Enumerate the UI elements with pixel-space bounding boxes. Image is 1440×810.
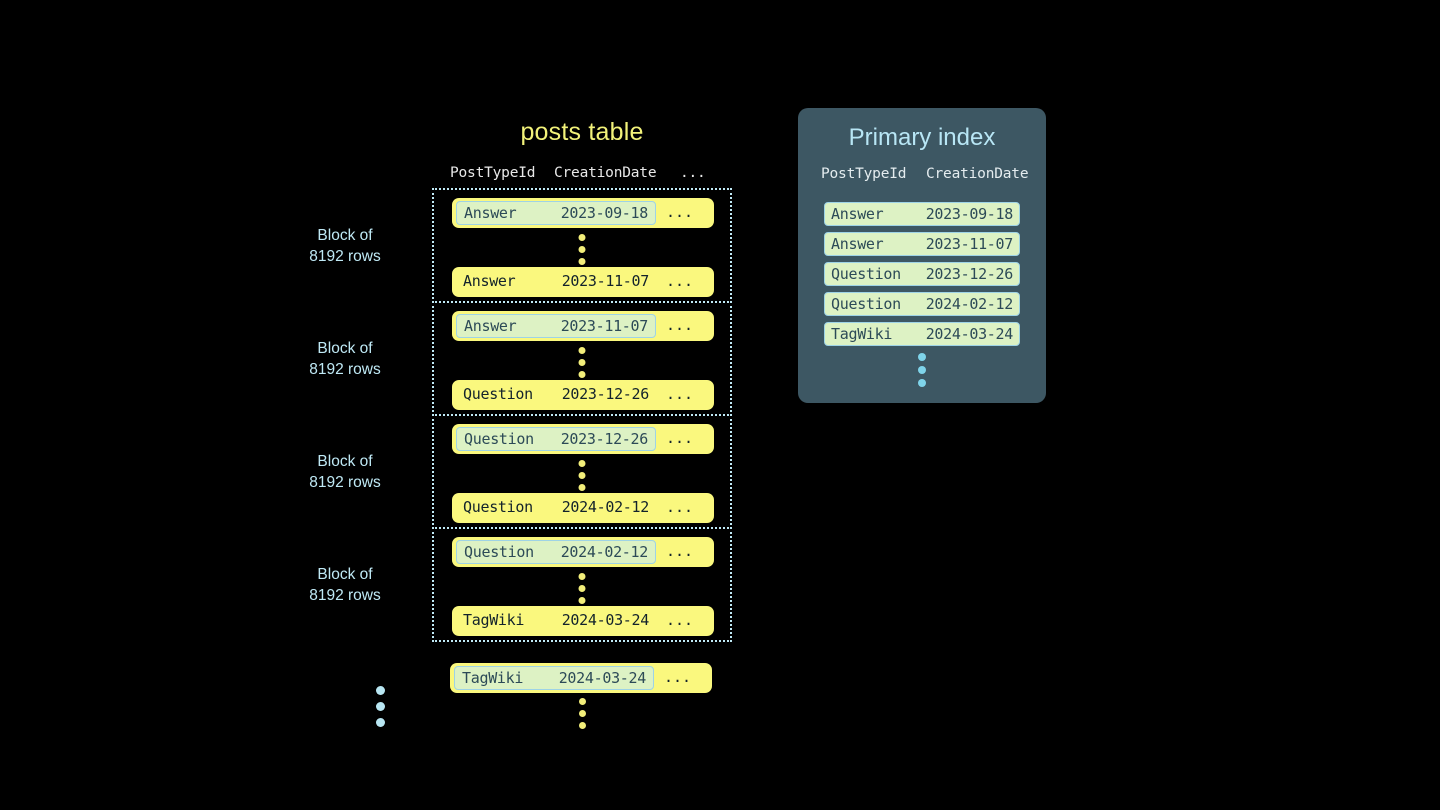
index-row-creationdate: 2023-11-07 (925, 235, 1014, 253)
row-creationdate: 2023-12-26 (560, 430, 649, 448)
block-label-line1: Block of (317, 226, 373, 244)
posts-table-title: posts table (520, 118, 644, 146)
trailing-table-row-container: TagWiki 2024-03-24 ... (432, 661, 732, 695)
row-posttypeid: Question (463, 498, 533, 516)
index-row-creationdate: 2023-12-26 (925, 265, 1014, 283)
row-ellipsis-dots (578, 234, 586, 265)
table-continuation-dots (432, 698, 732, 729)
index-row-posttypeid: TagWiki (831, 325, 893, 343)
index-row: Answer 2023-09-18 (824, 202, 1020, 226)
row-posttypeid: TagWiki (463, 611, 525, 629)
index-row-creationdate: 2024-03-24 (925, 325, 1014, 343)
row-rest: ... (666, 203, 694, 221)
block-label: Block of 8192 rows (270, 338, 420, 380)
row-key-cells: Question 2023-12-26 (456, 383, 656, 407)
table-row: Question 2024-02-12 ... (452, 537, 714, 567)
block-label: Block of 8192 rows (270, 564, 420, 606)
index-row: Answer 2023-11-07 (824, 232, 1020, 256)
table-row: Answer 2023-09-18 ... (452, 198, 714, 228)
block-label-line2: 8192 rows (309, 473, 381, 491)
primary-index-title: Primary index (848, 124, 996, 151)
row-rest: ... (666, 498, 694, 516)
index-row: TagWiki 2024-03-24 (824, 322, 1020, 346)
row-posttypeid: Question (464, 543, 534, 561)
primary-index-column-headers: PostTypeId CreationDate (798, 166, 1046, 186)
row-creationdate: 2024-02-12 (561, 498, 650, 516)
index-row: Question 2023-12-26 (824, 262, 1020, 286)
row-posttypeid: Question (464, 430, 534, 448)
index-row-posttypeid: Answer (831, 205, 884, 223)
block-stack: Block of 8192 rows Answer 2023-09-18 ...… (309, 188, 732, 642)
column-header-creationdate: CreationDate (554, 165, 657, 181)
row-key-cells: TagWiki 2024-03-24 (454, 666, 654, 690)
row-creationdate: 2023-12-26 (561, 385, 650, 403)
block-label-line2: 8192 rows (309, 247, 381, 265)
block-continuation-dots (372, 686, 388, 727)
block-label-line1: Block of (317, 339, 373, 357)
table-row: Question 2024-02-12 ... (452, 493, 714, 523)
row-posttypeid: Answer (464, 204, 517, 222)
row-creationdate: 2023-11-07 (560, 317, 649, 335)
block-label-line1: Block of (317, 565, 373, 583)
row-ellipsis-dots (578, 573, 586, 604)
row-creationdate: 2024-03-24 (558, 669, 647, 687)
table-block: Block of 8192 rows Question 2023-12-26 .… (309, 414, 732, 529)
row-ellipsis-dots (578, 460, 586, 491)
column-header-posttypeid: PostTypeId (450, 165, 536, 181)
row-ellipsis-dots (578, 347, 586, 378)
row-posttypeid: Question (463, 385, 533, 403)
row-rest: ... (666, 316, 694, 334)
row-posttypeid: TagWiki (462, 669, 524, 687)
row-creationdate: 2024-03-24 (561, 611, 650, 629)
index-column-header-creationdate: CreationDate (926, 166, 1029, 182)
table-block: Block of 8192 rows Question 2024-02-12 .… (309, 527, 732, 642)
table-row: Question 2023-12-26 ... (452, 380, 714, 410)
table-block: Block of 8192 rows Answer 2023-09-18 ...… (309, 188, 732, 303)
row-key-cells: TagWiki 2024-03-24 (456, 609, 656, 633)
table-row: TagWiki 2024-03-24 ... (450, 663, 712, 693)
index-continuation-dots (798, 353, 1046, 387)
index-column-header-posttypeid: PostTypeId (821, 166, 907, 182)
index-row-creationdate: 2024-02-12 (925, 295, 1014, 313)
table-row: Answer 2023-11-07 ... (452, 267, 714, 297)
block-label-line2: 8192 rows (309, 360, 381, 378)
index-row-creationdate: 2023-09-18 (925, 205, 1014, 223)
row-creationdate: 2024-02-12 (560, 543, 649, 561)
table-row: TagWiki 2024-03-24 ... (452, 606, 714, 636)
row-creationdate: 2023-09-18 (560, 204, 649, 222)
table-row: Answer 2023-11-07 ... (452, 311, 714, 341)
row-rest: ... (664, 668, 692, 686)
index-row-posttypeid: Question (831, 265, 901, 283)
index-row-posttypeid: Answer (831, 235, 884, 253)
index-row-posttypeid: Question (831, 295, 901, 313)
block-label: Block of 8192 rows (270, 451, 420, 493)
row-key-cells: Answer 2023-09-18 (456, 201, 656, 225)
row-key-cells: Question 2023-12-26 (456, 427, 656, 451)
primary-index-rows: Answer 2023-09-18 Answer 2023-11-07 Ques… (824, 202, 1020, 352)
primary-index-panel: Primary index PostTypeId CreationDate An… (798, 108, 1046, 403)
block-label-line2: 8192 rows (309, 586, 381, 604)
row-key-cells: Question 2024-02-12 (456, 496, 656, 520)
row-rest: ... (666, 272, 694, 290)
row-rest: ... (666, 385, 694, 403)
index-row: Question 2024-02-12 (824, 292, 1020, 316)
row-rest: ... (666, 542, 694, 560)
row-creationdate: 2023-11-07 (561, 272, 650, 290)
block-label-line1: Block of (317, 452, 373, 470)
table-row: Question 2023-12-26 ... (452, 424, 714, 454)
block-label: Block of 8192 rows (270, 225, 420, 267)
row-key-cells: Answer 2023-11-07 (456, 314, 656, 338)
table-block: Block of 8192 rows Answer 2023-11-07 ...… (309, 301, 732, 416)
row-rest: ... (666, 429, 694, 447)
posts-table-column-headers: PostTypeId CreationDate ... (432, 165, 732, 185)
row-posttypeid: Answer (464, 317, 517, 335)
row-key-cells: Question 2024-02-12 (456, 540, 656, 564)
row-rest: ... (666, 611, 694, 629)
row-key-cells: Answer 2023-11-07 (456, 270, 656, 294)
row-posttypeid: Answer (463, 272, 516, 290)
column-header-rest: ... (680, 165, 706, 181)
